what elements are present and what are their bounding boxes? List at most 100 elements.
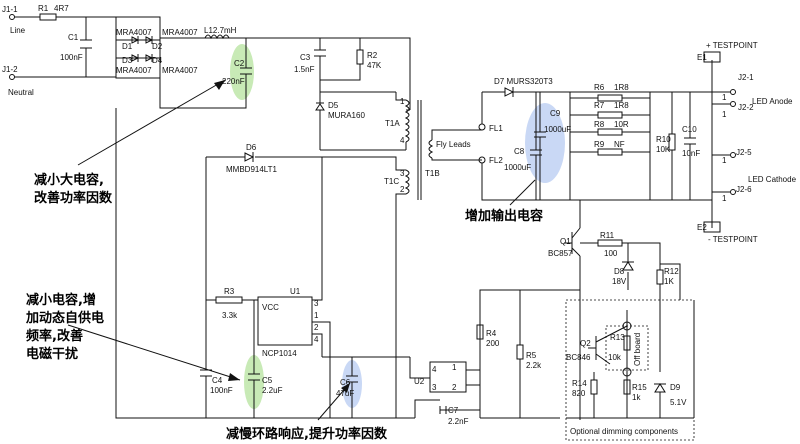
resistor-r14: [590, 379, 598, 395]
primary-section: [205, 38, 434, 418]
output-section: [431, 51, 736, 233]
label-pin1d: 1: [722, 194, 727, 203]
label-t1c: T1C: [384, 177, 399, 186]
label-q1-val: BC857: [548, 249, 573, 258]
label-u1: U1: [290, 287, 301, 296]
label-c3-val: 1.5nF: [294, 65, 315, 74]
offboard-node-bottom: [622, 367, 632, 377]
annotation-4: 减慢环路响应,提升功率因数: [226, 426, 388, 442]
label-tp2: 2: [400, 185, 405, 194]
label-r8: R8: [594, 120, 605, 129]
annotation-1-line-1: 减小大电容,: [34, 172, 104, 188]
diode-d7: [504, 87, 515, 97]
annotations: 减小大电容, 改善功率因数 增加输出电容 减小电容,增 加动态自供电 频率,改善…: [25, 172, 543, 442]
label-mra-d: MRA4007: [162, 66, 198, 75]
label-u2-p2: 2: [452, 383, 457, 392]
label-pin1b: 1: [722, 110, 727, 119]
capacitor-c10: [684, 137, 696, 145]
label-r10: R10: [656, 135, 671, 144]
label-d5: D5: [328, 101, 339, 110]
label-fly-leads: Fly Leads: [436, 140, 471, 149]
label-j2-6: J2-6: [736, 185, 752, 194]
terminal-j2-1: [730, 89, 736, 95]
label-fl1: FL1: [489, 124, 503, 133]
label-r1: R1: [38, 4, 49, 13]
label-r14-val: 820: [572, 389, 586, 398]
label-t1a: T1A: [385, 119, 400, 128]
label-c9: C9: [550, 109, 561, 118]
diode-d4: [145, 54, 154, 62]
label-u2-p1: 1: [452, 363, 457, 372]
label-q1: Q1: [560, 237, 571, 246]
fl1-terminal: [478, 123, 486, 131]
label-j1-1: J1-1: [2, 5, 18, 14]
label-led-anode: LED Anode: [752, 97, 793, 106]
label-r15: R15: [632, 383, 647, 392]
capacitor-c8: [530, 92, 542, 200]
label-d4: D4: [152, 56, 163, 65]
off-board-box: [605, 325, 649, 371]
label-d7: D7 MURS320T3: [494, 77, 553, 86]
annotation-3-line-4: 电磁干扰: [26, 346, 78, 362]
diode-d6: [244, 152, 255, 162]
label-d6-val: MMBD914LT1: [226, 165, 278, 174]
label-r12-val: 1K: [664, 277, 674, 286]
label-r11-val: 100: [604, 249, 618, 258]
diode-d3: [131, 54, 140, 62]
capacitor-c9: [534, 92, 546, 200]
terminal-j2-5: [730, 152, 736, 158]
diode-d2: [145, 36, 154, 44]
label-r9: R9: [594, 140, 605, 149]
label-u1-p1: 1: [314, 311, 319, 320]
label-c5: C5: [262, 376, 273, 385]
annotation-3-line-1: 减小电容,增: [26, 292, 96, 308]
label-r6-val: 1R8: [614, 83, 629, 92]
label-d9-val: 5.1V: [670, 398, 687, 407]
label-u2-p3: 3: [432, 383, 437, 392]
dimming-section: [564, 200, 695, 441]
resistor-r6: [597, 94, 623, 102]
label-j1-2: J1-2: [2, 65, 18, 74]
diode-d1: [131, 36, 140, 44]
label-optional-dimming: Optional dimming components: [570, 427, 678, 436]
highlight-c8-c9: [525, 103, 565, 183]
offboard-node-top: [622, 321, 632, 331]
label-r3: R3: [224, 287, 235, 296]
label-d6: D6: [246, 143, 257, 152]
capacitor-c2: [240, 58, 252, 86]
highlight-c2: [230, 44, 254, 100]
label-tp-plus: + TESTPOINT: [706, 41, 758, 50]
resistor-r7: [597, 111, 623, 119]
label-u2: U2: [414, 377, 425, 386]
label-d8-val: 18V: [612, 277, 627, 286]
label-pin1a: 1: [722, 93, 727, 102]
capacitor-c3: [314, 49, 326, 57]
label-r4-val: 200: [486, 339, 500, 348]
resistor-r12: [656, 269, 664, 285]
resistor-r2: [356, 49, 364, 65]
label-r2-val: 47K: [367, 61, 382, 70]
optocoupler-u2: [429, 361, 467, 393]
label-u2-p4: 4: [432, 365, 437, 374]
resistor-r5: [516, 344, 524, 360]
annotation-1-line-2: 改善功率因数: [34, 190, 113, 206]
resistor-r8: [597, 128, 623, 136]
label-c10: C10: [682, 125, 697, 134]
label-c10-val: 10nF: [682, 149, 700, 158]
resistor-r9: [597, 148, 623, 156]
label-tp1: 1: [400, 97, 405, 106]
label-e2: E2: [697, 223, 707, 232]
label-r15-val: 1k: [632, 393, 641, 402]
label-d9: D9: [670, 383, 681, 392]
label-j2-5: J2-5: [736, 148, 752, 157]
ic-u1: [257, 296, 313, 346]
resistor-r11: [597, 239, 623, 247]
label-r5-val: 2.2k: [526, 361, 542, 370]
label-t1b: T1B: [425, 169, 440, 178]
label-r7: R7: [594, 101, 605, 110]
label-inductor: L12.7mH: [204, 26, 237, 35]
label-j2-1: J2-1: [738, 73, 754, 82]
label-j2-2: J2-2: [738, 103, 754, 112]
transistor-q1: [564, 227, 581, 257]
